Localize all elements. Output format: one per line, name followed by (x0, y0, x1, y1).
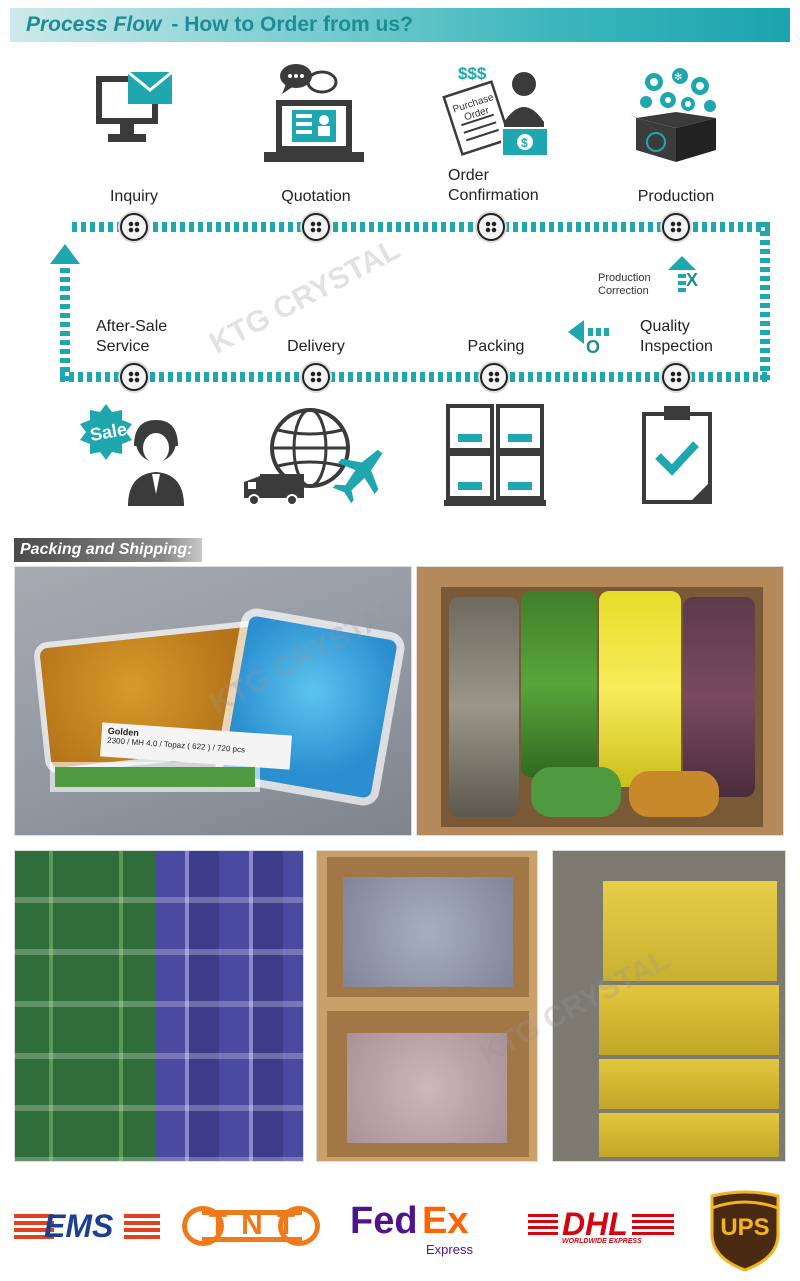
flow-node-quality (662, 363, 690, 391)
photo-yellow-cartons (552, 850, 786, 1162)
quality-o-mark: O (586, 337, 601, 357)
laptop-chat-icon (264, 64, 364, 162)
step-label-packing: Packing (467, 338, 525, 355)
ems-stripes-right (124, 1214, 160, 1240)
photo-bead-packs-rows (14, 850, 304, 1162)
clipboard-check-icon (642, 406, 712, 504)
tnt-text: TNT (208, 1208, 310, 1241)
sale-agent-icon (80, 404, 184, 506)
step-label-after-sale-line1: After-Sale (96, 318, 168, 335)
bottom-bubble (347, 1033, 507, 1143)
flow-node-order-confirmation (477, 213, 505, 241)
flow-node-after-sale (120, 363, 148, 391)
svg-text:✻: ✻ (674, 72, 682, 83)
header-banner: Process Flow - How to Order from us? (10, 8, 790, 42)
delivery-globe-icon (244, 408, 383, 506)
purchase-order-icon: $ (442, 72, 549, 157)
flow-track-top (72, 222, 770, 232)
carton-top (603, 881, 777, 981)
flow-node-quotation (302, 213, 330, 241)
dhl-sub: WORLDWIDE EXPRESS (562, 1238, 642, 1245)
ems-logo: EMS (14, 1208, 164, 1248)
step-label-quality-line1: Quality (640, 318, 690, 335)
strand-amber-bottom (629, 771, 719, 817)
flow-track-left (60, 268, 70, 382)
flow-node-inquiry (120, 213, 148, 241)
production-correction-line2: Correction (598, 285, 649, 297)
ems-stripes-left (14, 1214, 54, 1240)
step-label-order-line2: Confirmation (448, 187, 539, 204)
computer-mail-icon (96, 70, 173, 142)
photo-bubble-wrap-boxes (316, 850, 538, 1162)
production-correction-label: Production Correction (598, 272, 651, 298)
tnt-bar (202, 1210, 302, 1242)
dhl-logo: DHL WORLDWIDE EXPRESS (528, 1206, 674, 1248)
production-correction-line1: Production (598, 272, 651, 284)
strand-grey (449, 597, 519, 817)
ups-text: UPS (720, 1214, 770, 1241)
step-label-quotation: Quotation (281, 188, 351, 205)
flow-node-packing (480, 363, 508, 391)
photo-bead-strand-box (416, 566, 784, 836)
photo-bead-bags: Golden 2300 / MH 4.0 / Topaz ( 622 ) / 7… (14, 566, 412, 836)
flow-track-right (760, 222, 770, 382)
ems-text: EMS (44, 1208, 114, 1244)
dhl-text: DHL (558, 1206, 632, 1243)
arrow-up-icon (50, 244, 80, 264)
strand-green (521, 591, 597, 777)
flow-node-production (662, 213, 690, 241)
fedex-ex: Ex (422, 1200, 469, 1242)
step-label-quality: Quality Inspection (640, 317, 750, 357)
correction-up-arrow-icon (668, 256, 696, 292)
packing-title: Packing and Shipping: (14, 538, 203, 562)
production-box-icon: ✻ (630, 68, 716, 162)
step-label-production: Production (637, 188, 715, 205)
carton-4 (599, 1113, 779, 1157)
flow-track-bottom (60, 372, 770, 382)
strand-green-bottom (531, 767, 621, 817)
step-label-order-line1: Order (448, 167, 489, 184)
bag-green (55, 767, 255, 787)
money-text: $$$ (458, 64, 487, 83)
step-label-quality-line2: Inspection (640, 338, 713, 355)
fedex-sub: Express (426, 1242, 473, 1257)
top-bubble (343, 877, 513, 987)
header-title-rest: - How to Order from us? (171, 13, 413, 36)
correction-x-mark: X (686, 270, 699, 290)
tnt-left-circle (182, 1206, 224, 1246)
header-title-italic: Process Flow (26, 13, 162, 36)
carton-3 (599, 1059, 779, 1109)
tnt-right-circle (278, 1206, 320, 1246)
step-label-delivery: Delivery (287, 338, 345, 355)
carrier-logos: EMS TNT Fed Ex Express DHL WORLDWIDE EXP… (0, 1180, 800, 1280)
step-label-inquiry: Inquiry (109, 188, 159, 205)
strand-purple (683, 597, 755, 797)
svg-text:$: $ (521, 136, 528, 150)
flow-node-delivery (302, 363, 330, 391)
strand-yellow (599, 591, 681, 787)
tnt-logo: TNT (182, 1204, 322, 1248)
fedex-fed: Fed (350, 1200, 418, 1242)
step-label-order-confirmation: Order Confirmation (448, 166, 568, 206)
process-flow: Inquiry Quotation Order Confirmation Pro… (0, 50, 800, 520)
quality-left-arrow-icon (568, 320, 609, 344)
carton-2 (599, 985, 779, 1055)
step-label-after-sale-line2: Service (96, 338, 150, 355)
ups-shield-icon (710, 1190, 780, 1272)
step-label-after-sale: After-Sale Service (96, 317, 196, 357)
fedex-logo: Fed Ex Express (350, 1200, 500, 1260)
packing-boxes-icon (444, 404, 546, 506)
packs-purple (155, 851, 303, 1161)
packs-shine (15, 851, 303, 1161)
